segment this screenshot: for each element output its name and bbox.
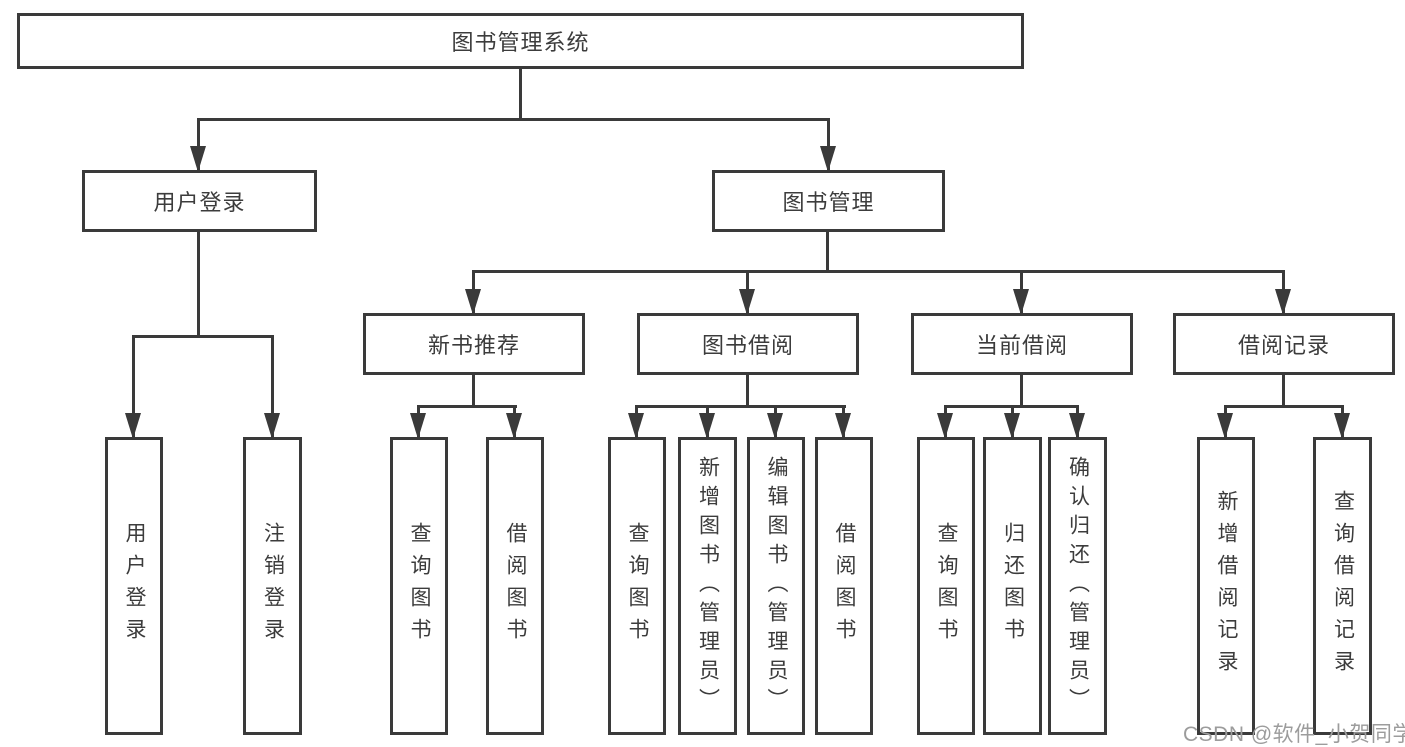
- edge-user-login-bus: [132, 335, 274, 338]
- edge-arrow-nbr-borrow: [506, 405, 522, 439]
- watermark: CSDN @软件_小贺同学: [1183, 723, 1405, 746]
- edge-arrow-to-book-borrowing: [739, 270, 755, 315]
- leaf-add-book-admin: 新增图书（管理员）: [678, 437, 737, 735]
- node-book-borrowing: 图书借阅: [637, 313, 859, 375]
- leaf-query-books-1: 查询图书: [390, 437, 448, 735]
- edge-user-login-drop: [197, 232, 200, 335]
- leaf-borrow-books-1: 借阅图书: [486, 437, 544, 735]
- edge-arrow-bb-edit: [767, 405, 783, 439]
- edge-arrow-nbr-query: [410, 405, 426, 439]
- edge-root-drop: [519, 69, 522, 118]
- edge-arrow-cb-query: [937, 405, 953, 439]
- edge-arrow-cb-confirm: [1069, 405, 1085, 439]
- edge-arrow-to-current-borrowing: [1013, 270, 1029, 315]
- node-book-management: 图书管理: [712, 170, 945, 232]
- edge-arrow-to-book-management: [820, 118, 836, 172]
- edge-arrow-to-new-book-recommend: [465, 270, 481, 315]
- edge-level3-bus: [472, 270, 1285, 273]
- node-current-borrowing: 当前借阅: [911, 313, 1133, 375]
- leaf-borrow-books-2: 借阅图书: [815, 437, 873, 735]
- edge-book-borrow-bus: [635, 405, 846, 408]
- edge-arrow-cb-return: [1004, 405, 1020, 439]
- edge-new-book-drop: [472, 375, 475, 405]
- node-new-book-recommend: 新书推荐: [363, 313, 585, 375]
- edge-arrow-bb-borrow: [835, 405, 851, 439]
- node-borrow-records: 借阅记录: [1173, 313, 1395, 375]
- edge-book-mgmt-drop: [826, 232, 829, 270]
- edge-book-borrow-drop: [746, 375, 749, 405]
- leaf-add-borrow-record: 新增借阅记录: [1197, 437, 1255, 735]
- edge-new-book-bus: [417, 405, 517, 408]
- leaf-query-books-3: 查询图书: [917, 437, 975, 735]
- node-user-login: 用户登录: [82, 170, 317, 232]
- leaf-query-books-2: 查询图书: [608, 437, 666, 735]
- edge-borrow-records-bus: [1224, 405, 1344, 408]
- node-library-system: 图书管理系统: [17, 13, 1024, 69]
- leaf-confirm-return-admin: 确认归还（管理员）: [1048, 437, 1107, 735]
- leaf-logout: 注销登录: [243, 437, 302, 735]
- edge-borrow-records-drop: [1282, 375, 1285, 405]
- edge-arrow-br-add: [1217, 405, 1233, 439]
- leaf-query-borrow-record: 查询借阅记录: [1313, 437, 1372, 735]
- edge-level2-bus: [197, 118, 829, 121]
- edge-arrow-bb-add: [699, 405, 715, 439]
- leaf-user-login: 用户登录: [105, 437, 163, 735]
- edge-arrow-to-user-login: [190, 118, 206, 172]
- edge-arrow-to-leaf-logout: [264, 335, 280, 439]
- edge-arrow-to-borrow-records: [1275, 270, 1291, 315]
- edge-current-borrow-drop: [1020, 375, 1023, 405]
- leaf-return-books: 归还图书: [983, 437, 1042, 735]
- edge-arrow-to-leaf-user-login: [125, 335, 141, 439]
- edge-arrow-br-query: [1334, 405, 1350, 439]
- edge-arrow-bb-query: [628, 405, 644, 439]
- leaf-edit-book-admin: 编辑图书（管理员）: [747, 437, 805, 735]
